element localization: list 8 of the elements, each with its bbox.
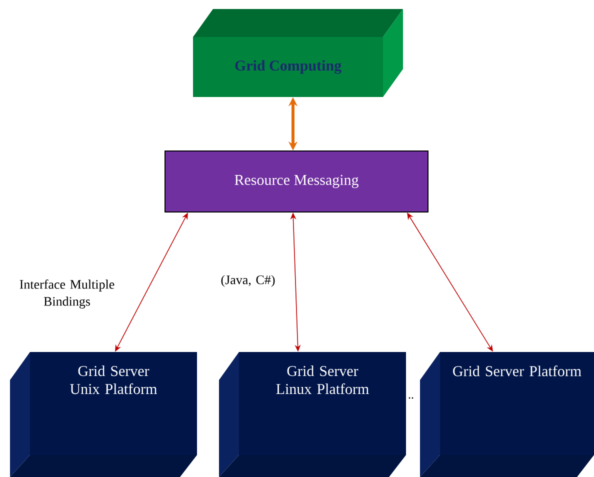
server-block-drawing: Grid Server Linux Platform xyxy=(219,352,406,477)
ellipsis-label: .. xyxy=(408,397,414,399)
edge-label: (Java, C#) xyxy=(221,275,275,287)
edge-label: Interface Multiple Bindings xyxy=(20,280,114,308)
server-block-drawing: Grid Server Unix Platform xyxy=(10,352,197,477)
block-drawing: Grid Computing xyxy=(193,9,403,97)
process-box: Resource Messaging xyxy=(164,150,428,212)
server-block-drawing: Grid Server Platform xyxy=(420,352,594,477)
